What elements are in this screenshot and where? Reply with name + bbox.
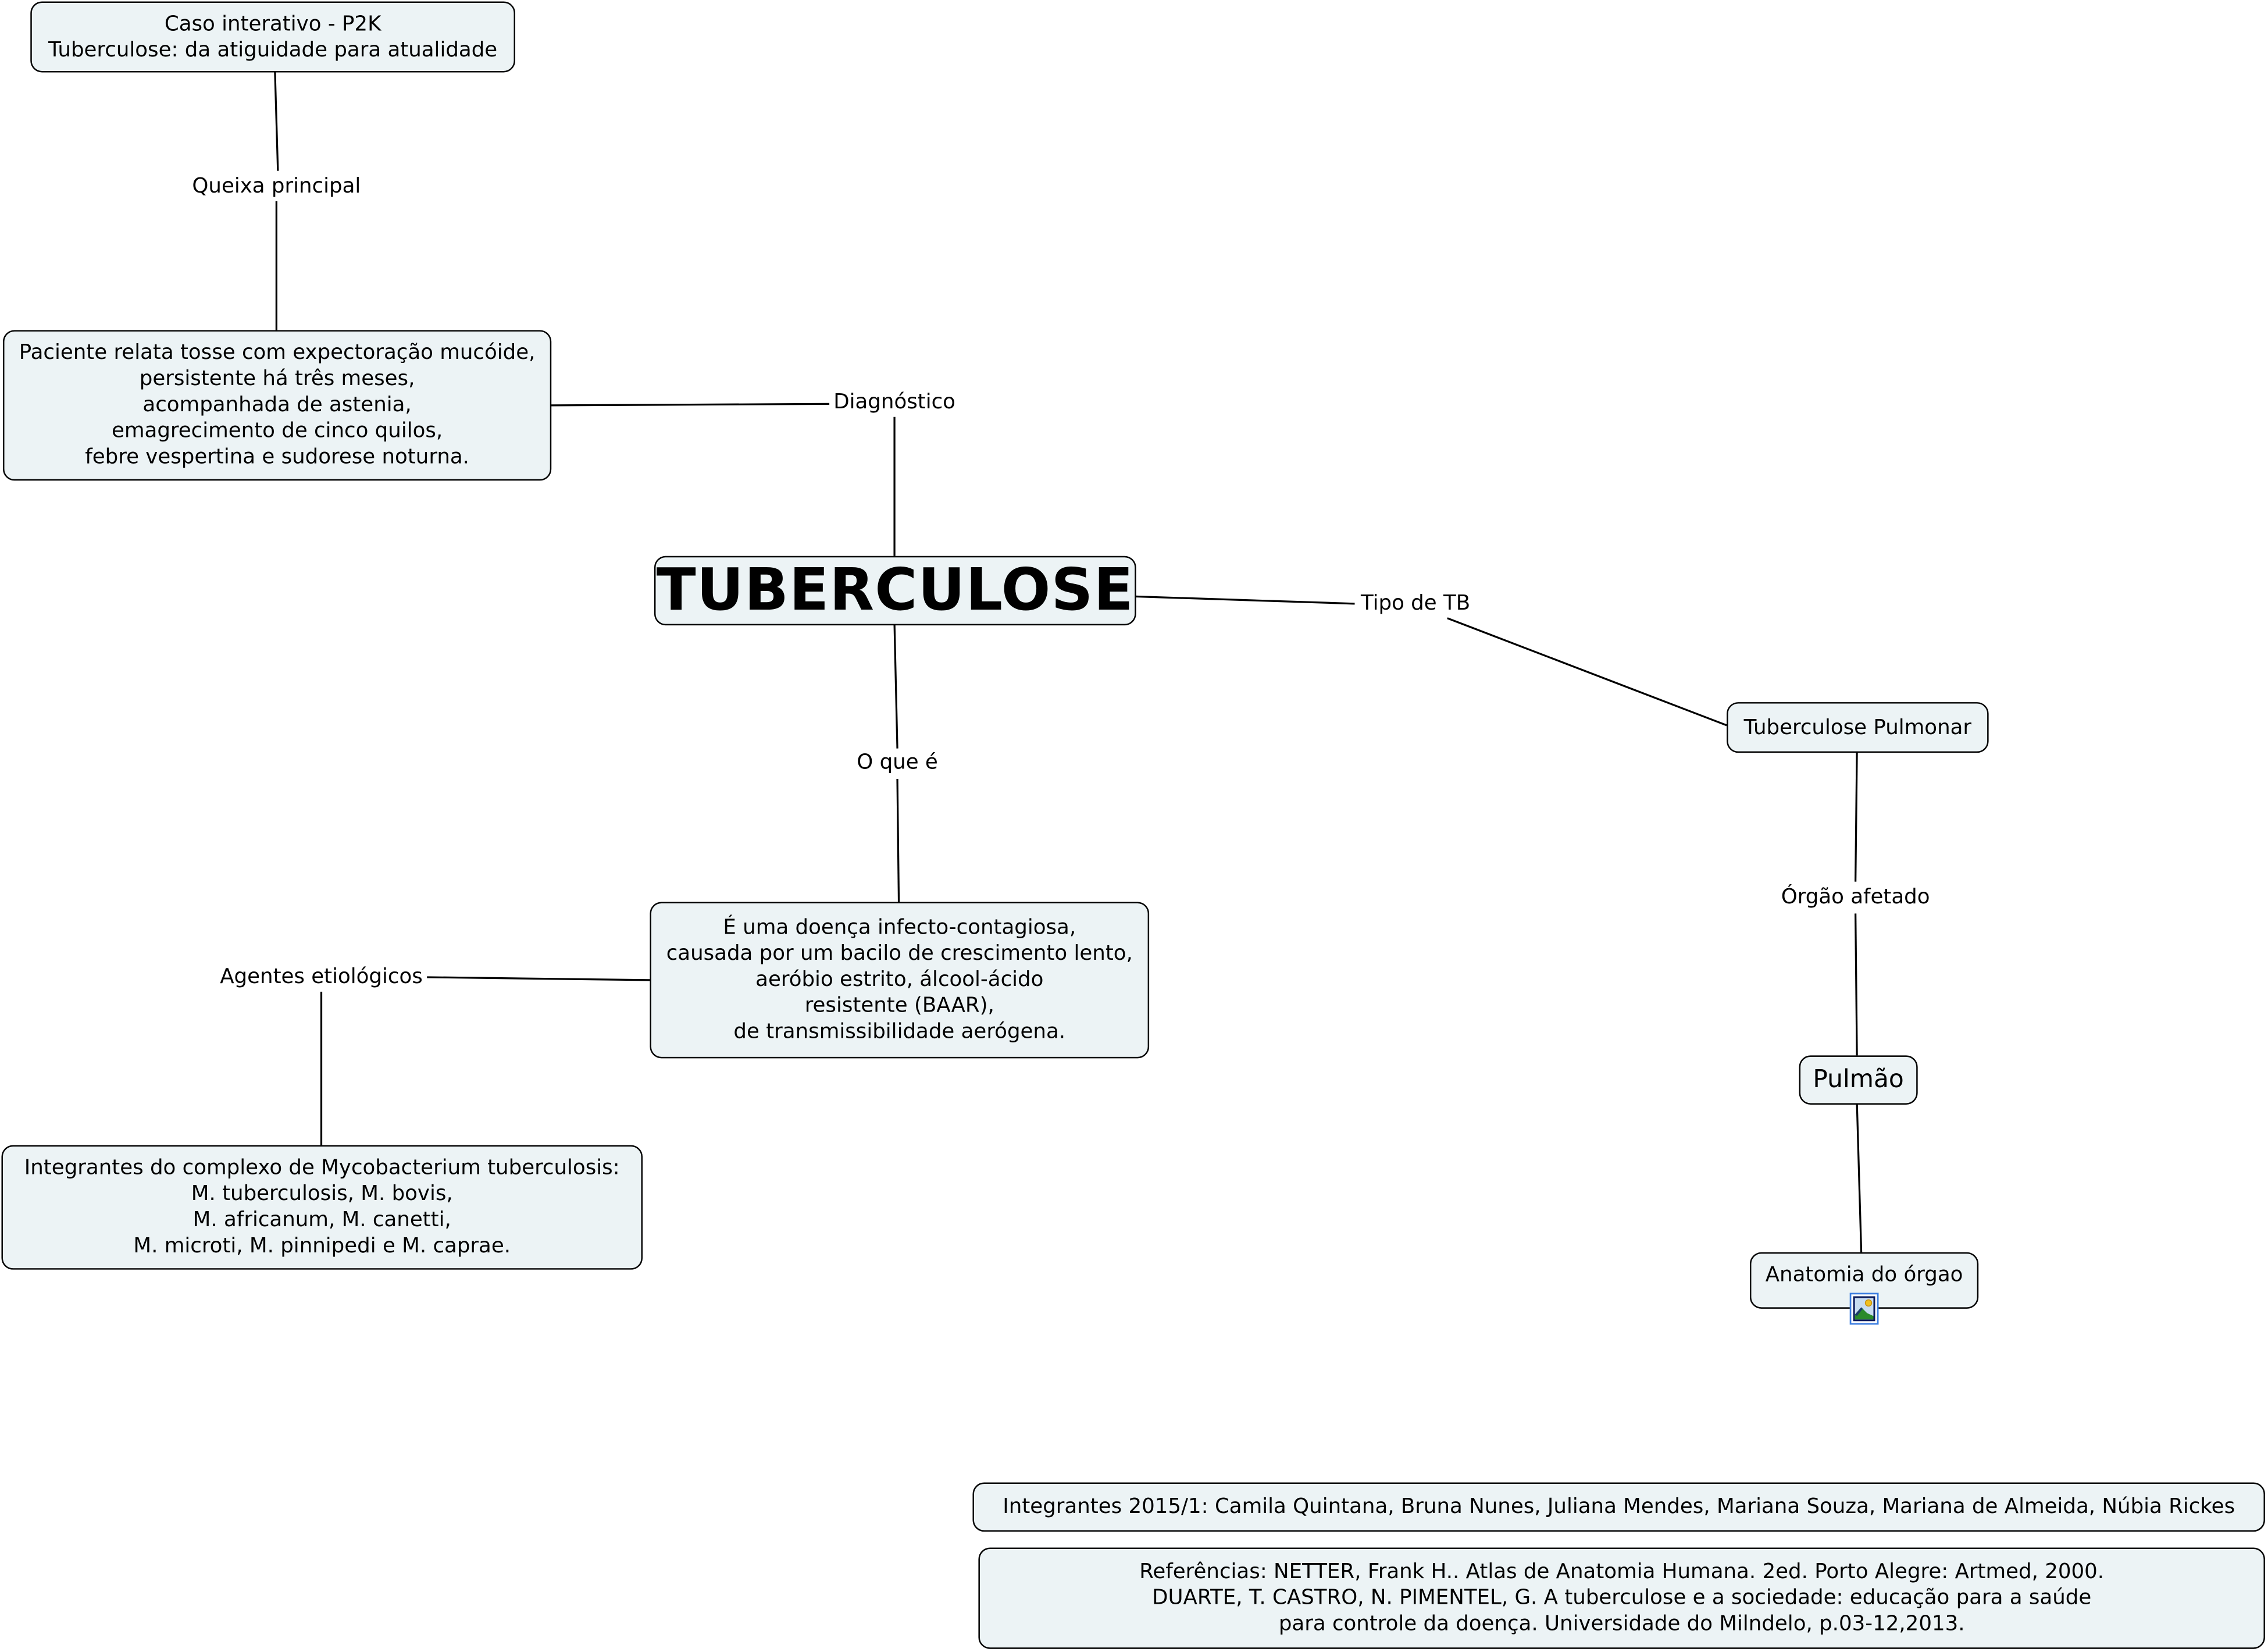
text-line: para controle da doença. Universidade do… [1278,1612,1965,1636]
line [893,624,898,749]
text-line: M. africanum, M. canetti, [192,1209,451,1232]
text-line: M. microti, M. pinnipedi e M. caprae. [133,1234,511,1258]
text-line: É uma doença infecto-contagiosa, [723,916,1076,940]
text-line: Referências: NETTER, Frank H.. Atlas de … [1139,1560,2105,1584]
link-label-queixa[interactable]: Queixa principal [189,173,364,200]
text-line: emagrecimento de cinco quilos, [111,419,443,443]
line [1447,617,1727,727]
text-line: Caso interativo - P2K [164,12,381,35]
link-label-tipo[interactable]: Tipo de TB [1358,590,1474,617]
link-label-diagnostico[interactable]: Diagnóstico [830,389,958,416]
text-line: acompanhada de astenia, [142,393,412,417]
concept-tuberculose[interactable]: TUBERCULOSE [654,556,1136,626]
concept-caso-interativo[interactable]: Caso interativo - P2K Tuberculose: da at… [30,1,516,73]
text-line: Tuberculose: da atiguidade para atualida… [48,38,498,62]
text-line: resistente (BAAR), [804,994,994,1018]
text-line: persistente há três meses, [139,368,415,391]
concept-tuberculose-pulmonar[interactable]: Tuberculose Pulmonar [1727,702,1989,753]
concept-definicao[interactable]: É uma doença infecto-contagiosa, causada… [650,902,1150,1059]
text-line: M. tuberculosis, M. bovis, [191,1183,453,1206]
text-line: Tuberculose Pulmonar [1743,715,1972,739]
image-icon[interactable] [1849,1293,1879,1325]
line [427,976,650,981]
line [1855,751,1858,882]
concept-anatomia[interactable]: Anatomia do órgao [1749,1252,1979,1309]
concept-referencias[interactable]: Referências: NETTER, Frank H.. Atlas de … [978,1547,2265,1649]
link-label-oque[interactable]: O que é [854,750,941,776]
text-line: causada por um bacilo de crescimento len… [666,942,1133,966]
line [1135,595,1355,605]
line [896,778,900,902]
concept-complexo-mycobacterium[interactable]: Integrantes do complexo de Mycobacterium… [1,1145,643,1270]
line [550,403,830,407]
text-line: de transmissibilidade aerógena. [733,1020,1066,1044]
concept-paciente[interactable]: Paciente relata tosse com expectoração m… [2,330,552,481]
text-line: DUARTE, T. CASTRO, N. PIMENTEL, G. A tub… [1152,1586,2092,1610]
line [1855,913,1858,1056]
concept-integrantes[interactable]: Integrantes 2015/1: Camila Quintana, Bru… [972,1482,2265,1532]
text-line: Pulmão [1813,1065,1904,1095]
text-line: Integrantes 2015/1: Camila Quintana, Bru… [1003,1495,2235,1519]
text-line: Integrantes do complexo de Mycobacterium… [24,1156,620,1180]
text-line: Anatomia do órgao [1765,1263,1963,1287]
text-line: Paciente relata tosse com expectoração m… [19,341,536,365]
link-label-orgao[interactable]: Órgão afetado [1778,884,1933,911]
concept-pulmao[interactable]: Pulmão [1799,1055,1918,1105]
main-title: TUBERCULOSE [656,557,1134,624]
line [274,72,279,171]
line [1856,1103,1863,1252]
link-label-agentes[interactable]: Agentes etiológicos [217,964,426,991]
text-line: aeróbio estrito, álcool-ácido [755,969,1044,992]
text-line: febre vespertina e sudorese noturna. [85,446,469,469]
